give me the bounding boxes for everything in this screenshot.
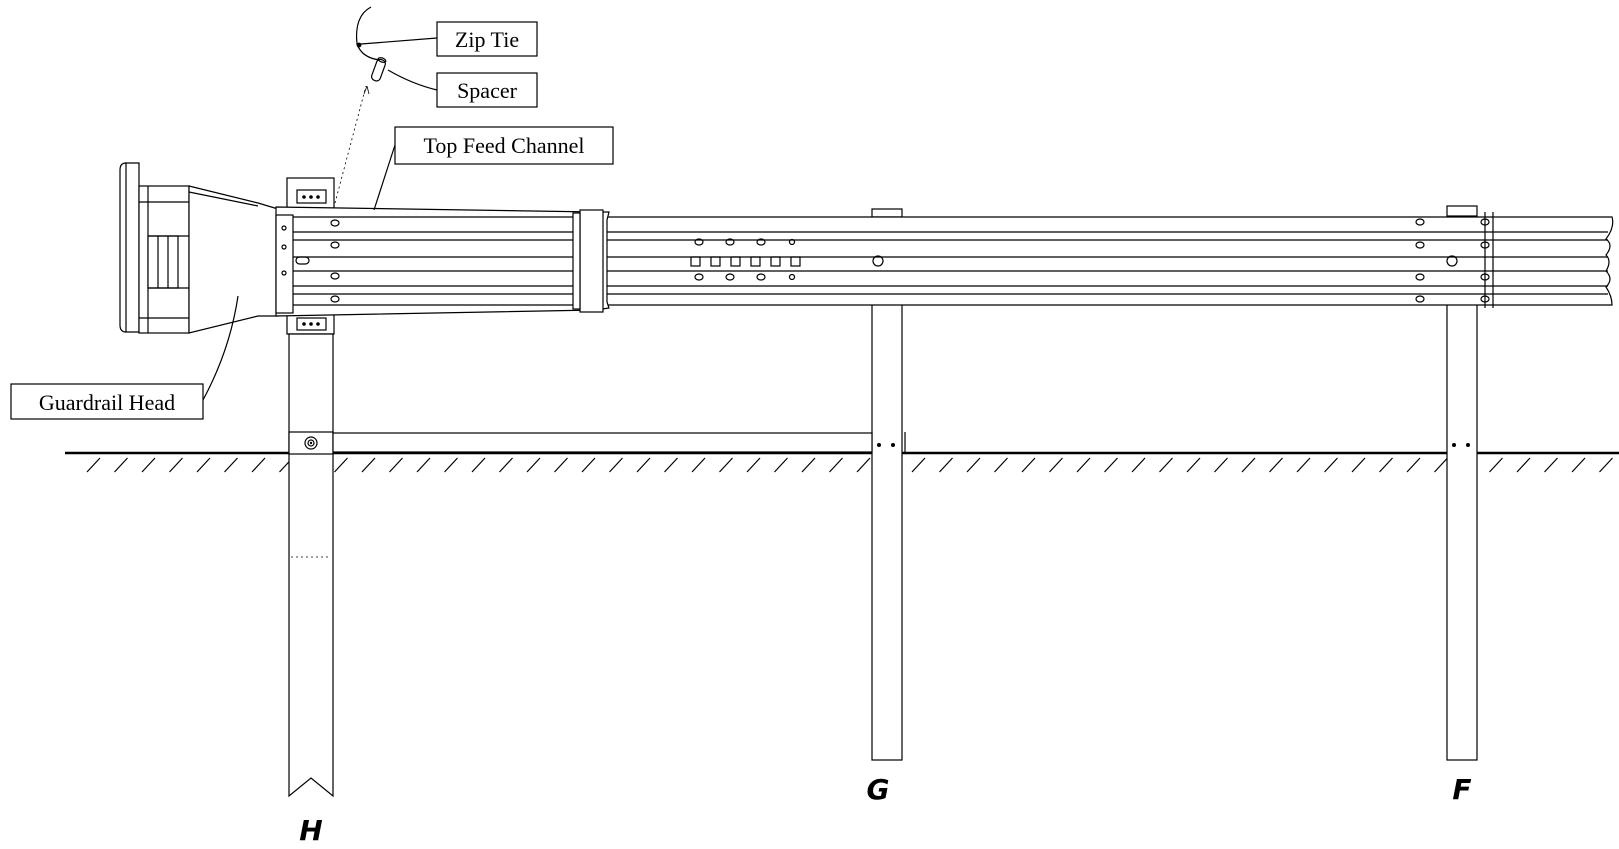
hatch-mark <box>719 457 733 473</box>
hatch-mark <box>196 457 211 473</box>
hatch-mark <box>471 457 486 473</box>
hatch-mark <box>416 457 431 473</box>
ground-strut <box>332 432 873 453</box>
spacer <box>371 57 387 82</box>
hatch-mark <box>169 457 183 473</box>
hatch-mark <box>829 457 843 473</box>
hatch-mark <box>1324 457 1338 473</box>
hatch-mark <box>1544 457 1558 473</box>
hatch-mark <box>801 457 816 473</box>
hatch-mark <box>1214 457 1228 473</box>
hatch-mark <box>526 457 541 473</box>
post-f-label: F <box>1452 773 1471 806</box>
hatch-mark <box>1186 457 1201 473</box>
guardrail-head <box>119 162 279 334</box>
spacer-label: Spacer <box>457 78 518 103</box>
hatch-mark <box>334 457 348 473</box>
spacer-location-line <box>334 85 367 204</box>
hatch-mark <box>1296 457 1311 473</box>
hatch-mark <box>1021 457 1036 473</box>
hatch-mark <box>361 457 376 473</box>
hatch-mark <box>1406 457 1421 473</box>
w-beam-rail <box>594 212 1614 308</box>
callout-guardrail-head: Guardrail Head <box>10 295 239 420</box>
hatch-mark <box>1351 457 1366 473</box>
callout-top-feed-channel: Top Feed Channel <box>373 126 614 211</box>
post-h <box>286 177 335 798</box>
hatch-mark <box>114 457 128 473</box>
hatch-mark <box>1571 457 1586 473</box>
hatch-mark <box>1104 457 1118 473</box>
zip-tie-label: Zip Tie <box>455 27 519 52</box>
hatch-mark <box>994 457 1008 473</box>
hatch-mark <box>1159 457 1173 473</box>
hatch-mark <box>86 457 101 473</box>
hatch-mark <box>1379 457 1393 473</box>
post-g <box>871 208 906 761</box>
hatch-mark <box>774 457 788 473</box>
post-h-label: H <box>299 814 322 847</box>
hatch-mark <box>1076 457 1091 473</box>
hatch-mark <box>1241 457 1256 473</box>
hatch-mark <box>939 457 953 473</box>
hatch-mark <box>1516 457 1531 473</box>
hatch-mark <box>664 457 678 473</box>
hatch-mark <box>224 457 238 473</box>
callout-spacer: Spacer <box>387 69 538 108</box>
hatch-mark <box>141 457 156 473</box>
hatch-mark <box>1599 457 1613 473</box>
hatch-mark <box>1269 457 1283 473</box>
zip-tie <box>355 6 381 61</box>
hatch-mark <box>966 457 981 473</box>
hatch-mark <box>911 457 926 473</box>
hatch-mark <box>691 457 706 473</box>
callout-zip-tie: Zip Tie <box>360 21 538 57</box>
hatch-mark <box>499 457 513 473</box>
post-g-label: G <box>867 773 890 806</box>
splice-holes <box>690 218 1490 303</box>
hatch-mark <box>444 457 458 473</box>
ground-hatching <box>86 457 1613 473</box>
hatch-mark <box>856 457 871 473</box>
hatch-mark <box>389 457 403 473</box>
hatch-mark <box>609 457 623 473</box>
hatch-mark <box>1489 457 1503 473</box>
hatch-mark <box>746 457 761 473</box>
feeder-channel <box>275 206 610 317</box>
hatch-mark <box>1131 457 1146 473</box>
hatch-mark <box>581 457 596 473</box>
hatch-mark <box>1049 457 1063 473</box>
top-feed-channel-label: Top Feed Channel <box>424 133 585 158</box>
guardrail-head-label: Guardrail Head <box>39 390 175 415</box>
hatch-mark <box>251 457 266 473</box>
hatch-mark <box>1434 457 1448 473</box>
post-f <box>1443 205 1481 761</box>
spacer-arrowhead <box>363 85 370 95</box>
hatch-mark <box>554 457 568 473</box>
hatch-mark <box>636 457 651 473</box>
